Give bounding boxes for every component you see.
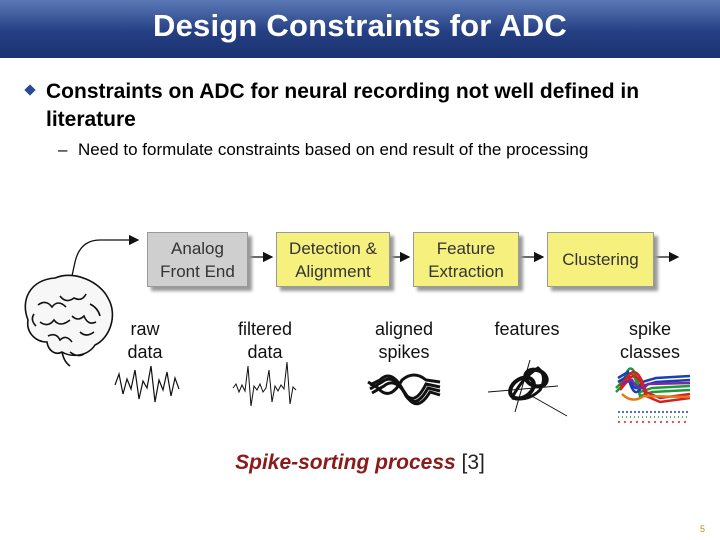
- sub-bullet-text: Need to formulate constraints based on e…: [78, 140, 589, 159]
- stage-line: Clustering: [562, 250, 639, 269]
- brain-icon: [24, 274, 114, 367]
- stage-line: Feature: [436, 238, 496, 258]
- caption-text: Spike-sorting process: [235, 451, 456, 474]
- sub-bullet-dash: –: [58, 140, 68, 159]
- page-number: 5: [700, 524, 706, 534]
- spike-classes-raster: [618, 411, 690, 423]
- stage-line: Detection &: [289, 238, 377, 258]
- box-detection-alignment: Detection & Alignment: [276, 232, 390, 287]
- main-bullet-text: Constraints on ADC for neural recording …: [46, 80, 640, 131]
- spike-classes-graphic: [615, 367, 691, 404]
- aligned-spikes-graphic: [367, 373, 441, 406]
- caption-reference: [3]: [461, 451, 485, 474]
- filtered-data-trace: [232, 361, 297, 407]
- raw-data-trace: [114, 365, 180, 403]
- slide-title: Design Constraints for ADC: [153, 8, 567, 43]
- label-features: features: [494, 319, 560, 339]
- stage-line: Front End: [160, 261, 235, 281]
- title-bar: Design Constraints for ADC: [0, 0, 720, 58]
- box-clustering: Clustering: [547, 232, 654, 287]
- stage-line: Alignment: [295, 261, 371, 281]
- stage-line: Extraction: [428, 261, 504, 281]
- stage-line: Analog: [171, 238, 224, 258]
- figure-caption: Spike-sorting process [3]: [0, 451, 720, 475]
- electrode-arrow: [69, 234, 140, 286]
- features-graphic: [487, 359, 568, 417]
